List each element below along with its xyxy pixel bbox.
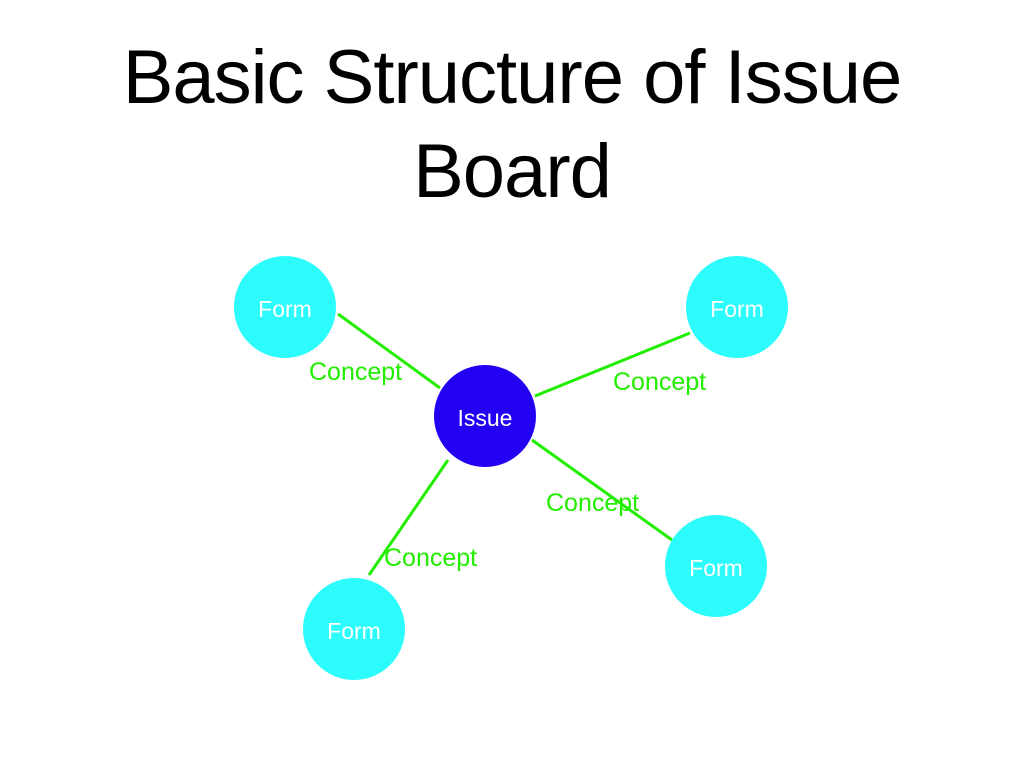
concept-edge-label: Concept bbox=[546, 489, 639, 517]
concept-edge-label: Concept bbox=[384, 544, 477, 572]
form-node-label: Form bbox=[327, 618, 381, 644]
concept-connector-line bbox=[337, 312, 441, 390]
concept-edge-label: Concept bbox=[309, 358, 402, 386]
concept-connector-line bbox=[531, 438, 673, 542]
concept-edge-label: Concept bbox=[613, 368, 706, 396]
form-node bbox=[686, 256, 788, 358]
form-node-label: Form bbox=[258, 296, 312, 322]
concept-connector-line bbox=[367, 459, 450, 576]
issue-node-label: Issue bbox=[458, 405, 513, 431]
form-node-label: Form bbox=[710, 296, 764, 322]
issue-node bbox=[434, 365, 536, 467]
form-node bbox=[303, 578, 405, 680]
slide-title-line-2: Board bbox=[413, 129, 612, 214]
slide-title-line-1: Basic Structure of Issue bbox=[122, 35, 903, 120]
form-node bbox=[665, 515, 767, 617]
form-node bbox=[234, 256, 336, 358]
concept-connector-line bbox=[534, 331, 691, 398]
form-node-label: Form bbox=[689, 555, 743, 581]
